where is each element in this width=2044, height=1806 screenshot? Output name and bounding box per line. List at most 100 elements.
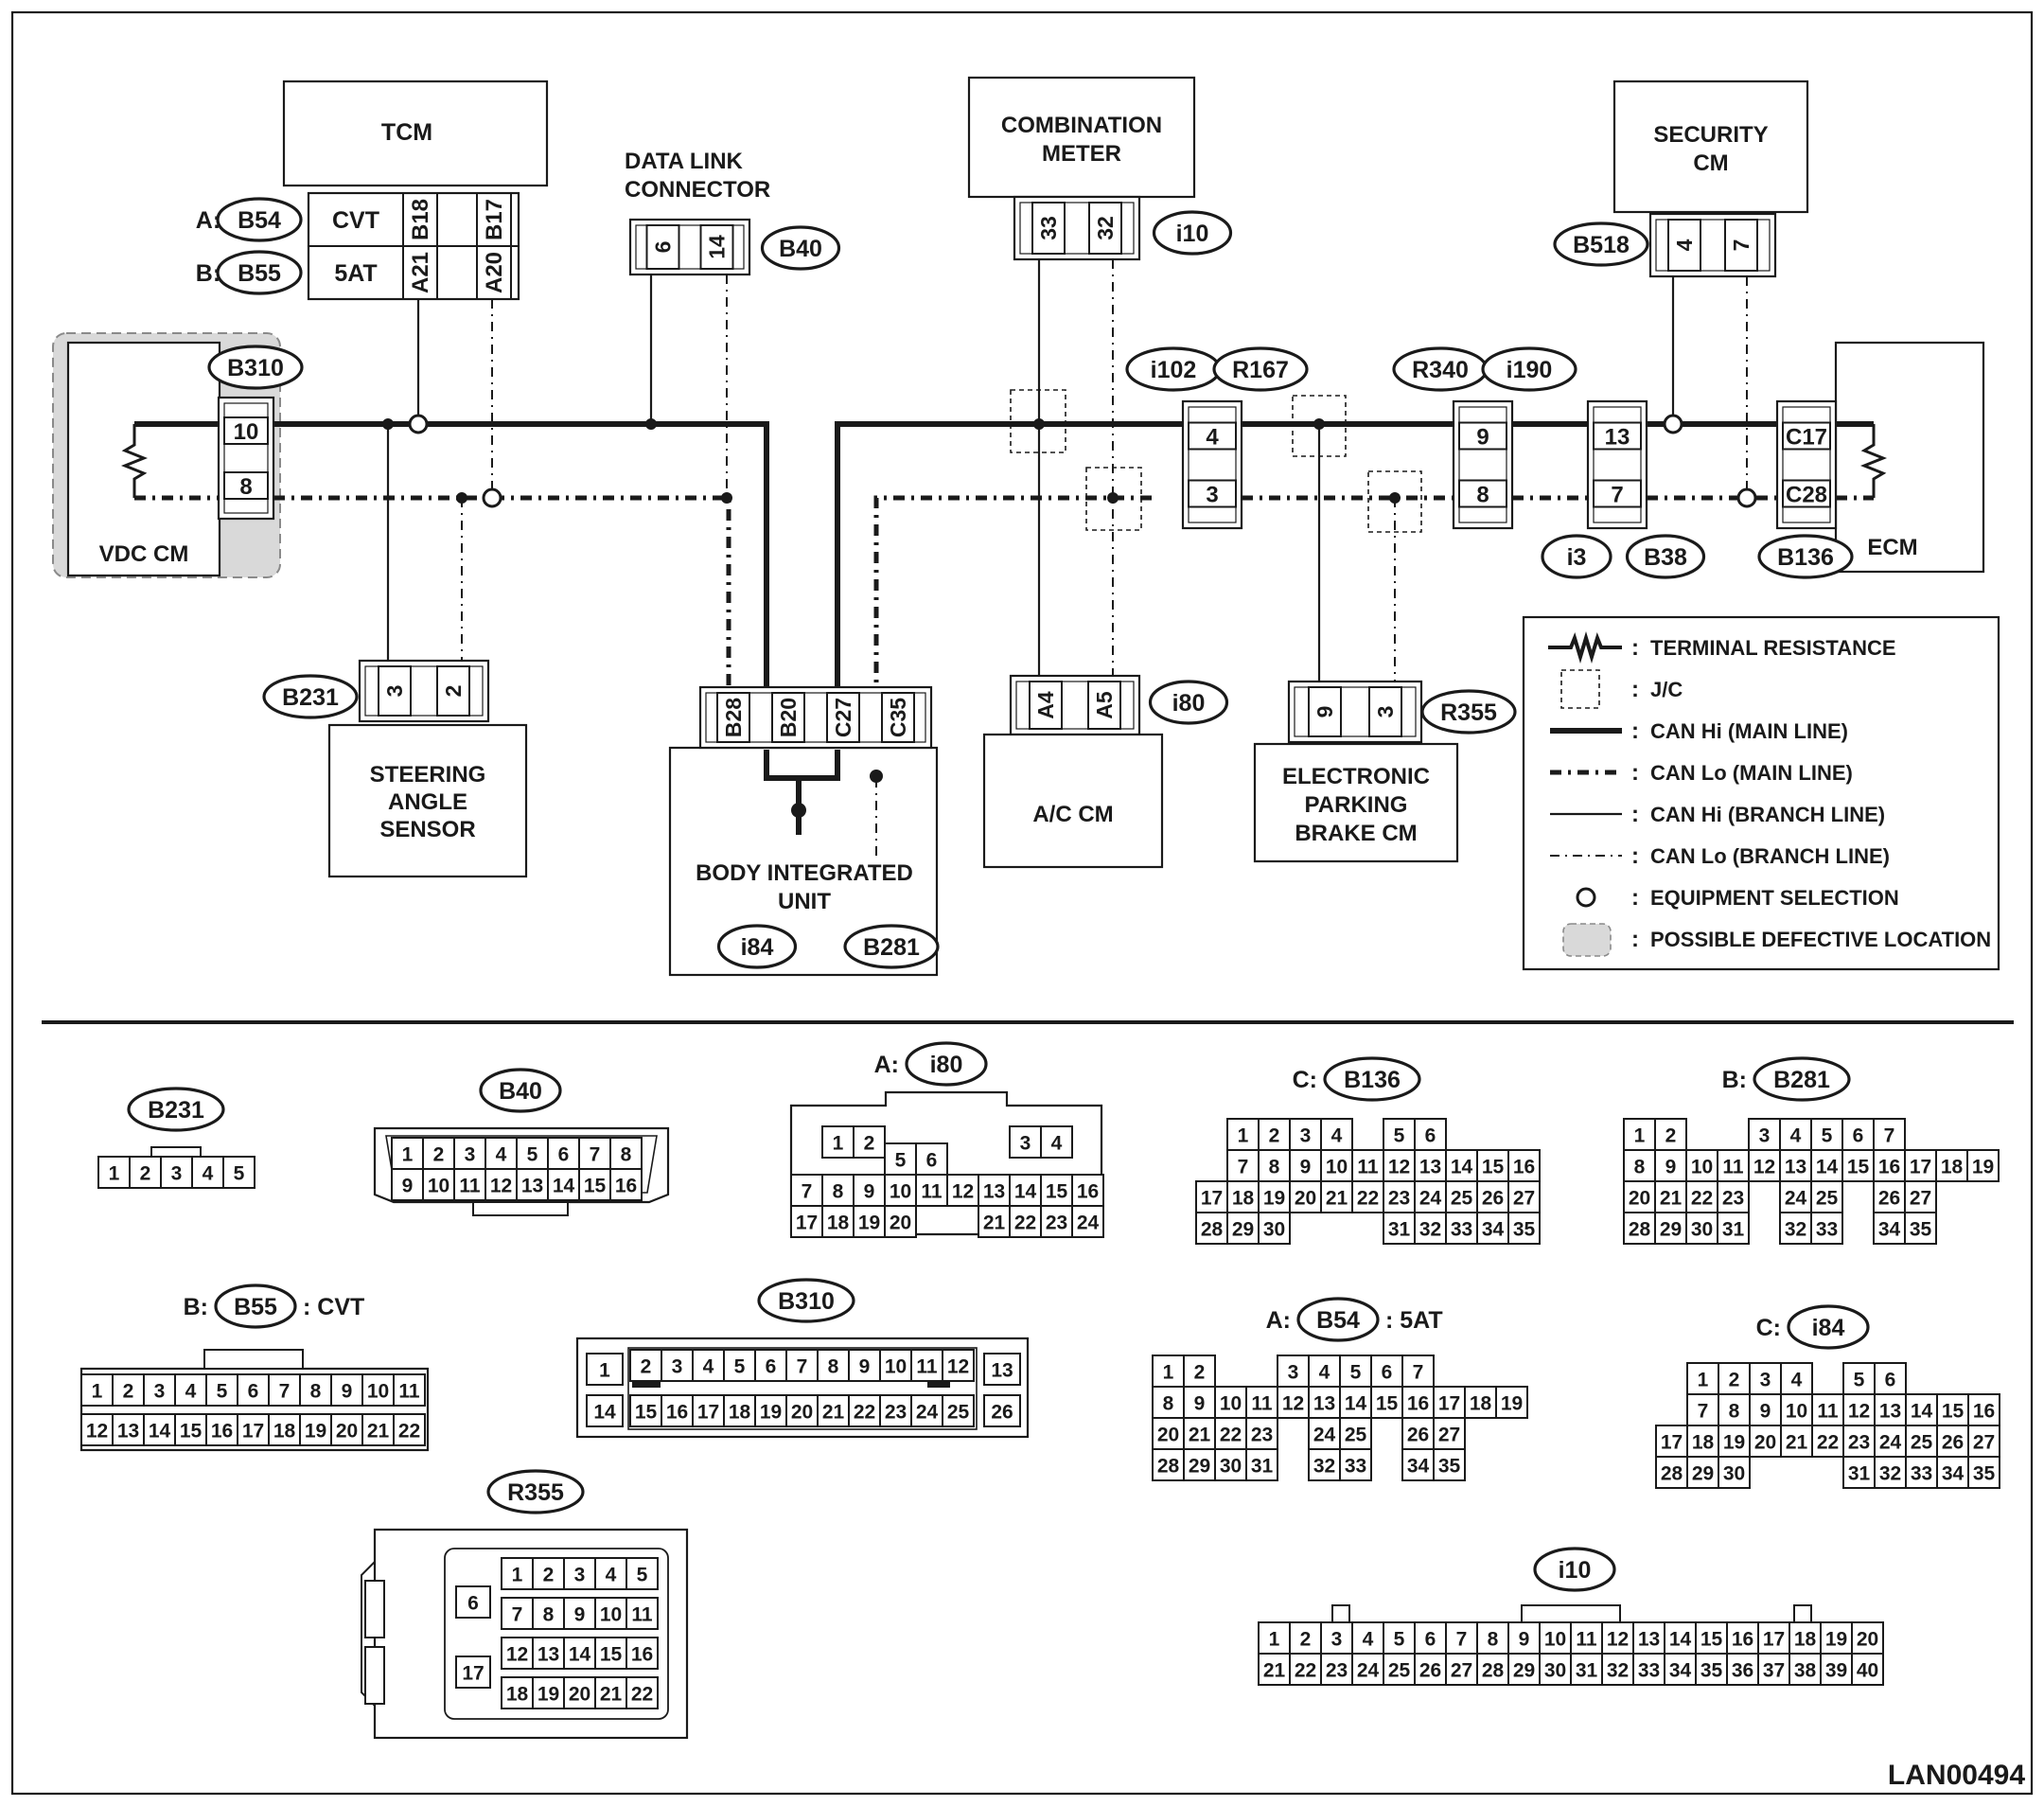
face-i80-caption-prefix: A: (874, 1052, 899, 1078)
face-b310-pin: 10 (885, 1356, 907, 1378)
face-i80-cell (915, 1174, 948, 1207)
face-b281-caption-tag-label: B281 (1773, 1067, 1830, 1093)
face-b310-pin: 3 (672, 1356, 683, 1378)
face-b54-cell (1183, 1354, 1216, 1388)
biu-connector-tag-a (716, 924, 798, 969)
face-b310-cell (586, 1353, 624, 1386)
face-b310-cell (723, 1349, 756, 1382)
ac-connector-pin: A4 (1033, 691, 1058, 719)
face-b54-cell (1433, 1417, 1466, 1450)
steering-connector-tag (262, 674, 359, 719)
dlc-connector-pin-cell (645, 224, 680, 270)
face-b310-pin: 7 (797, 1356, 808, 1378)
face-b40-pin: 11 (459, 1176, 481, 1197)
face-b281-pin: 11 (1722, 1157, 1744, 1178)
face-b55-pin: 16 (211, 1421, 233, 1443)
face-i80-pin: 9 (864, 1181, 875, 1203)
face-b281-cell (1904, 1212, 1937, 1245)
face-i80-pin: 16 (1077, 1181, 1099, 1203)
dlc-connector-tag-label: B40 (779, 236, 822, 262)
face-b55-cell (330, 1373, 363, 1407)
face-b310-cell (754, 1349, 787, 1382)
face-i10-pin: 11 (1576, 1629, 1597, 1651)
face-b55-pin: 21 (367, 1421, 390, 1443)
security-connector-pin: 4 (1672, 239, 1697, 251)
face-i80-pin: 4 (1051, 1133, 1063, 1155)
ecm-connector-pin-cell (1782, 421, 1831, 451)
face-i80-pin: 5 (895, 1150, 907, 1172)
face-b281-cell (1904, 1180, 1937, 1213)
jc2-tag-i190-label: i190 (1507, 357, 1553, 383)
face-i84-pin: 6 (1885, 1370, 1896, 1391)
face-b55-pin: 20 (336, 1421, 358, 1443)
ac-connector-tag (1148, 680, 1229, 725)
face-i84-pin: 19 (1723, 1432, 1745, 1454)
face-i10-pin: 15 (1700, 1629, 1723, 1651)
meter-connector-pin: 33 (1036, 216, 1061, 240)
legend-separator: : (1631, 718, 1639, 744)
face-b281-pin: 14 (1816, 1157, 1839, 1178)
face-b136-pin: 17 (1201, 1188, 1223, 1210)
face-b54-pin: 31 (1251, 1456, 1274, 1478)
face-r355-cell (626, 1557, 659, 1590)
face-b310-pin: 2 (641, 1356, 652, 1378)
face-b281-cell (1654, 1212, 1687, 1245)
legend-label: CAN Hi (MAIN LINE) (1650, 719, 1848, 743)
jc3-tag-i3-label: i3 (1567, 544, 1587, 571)
security-label-1: SECURITY (1653, 122, 1768, 148)
face-i10-pin: 29 (1513, 1660, 1535, 1682)
ecm-connector-tag-label: B136 (1777, 544, 1834, 571)
face-b281-cell (1654, 1180, 1687, 1213)
face-i10-pin: 35 (1700, 1660, 1723, 1682)
face-r355-cell (594, 1557, 627, 1590)
face-b310-caption-tag (757, 1278, 855, 1323)
face-b281-pin: 15 (1847, 1157, 1870, 1178)
face-i10-pin: 6 (1425, 1629, 1436, 1651)
face-b40-pin: 6 (558, 1144, 570, 1166)
face-i80-pin: 24 (1077, 1213, 1100, 1234)
face-r355-cell (626, 1637, 659, 1670)
face-b54-cell (1214, 1386, 1247, 1419)
face-b281-cell (1779, 1149, 1812, 1182)
face-b54-cell (1339, 1448, 1372, 1481)
dlc-connector-pin: 6 (651, 241, 676, 254)
face-r355-pin: 14 (569, 1644, 591, 1666)
face-r355-cell (626, 1597, 659, 1630)
jc2-connector-pin: 8 (1476, 483, 1489, 508)
face-b281-pin: 17 (1910, 1157, 1931, 1178)
face-b136-pin: 8 (1269, 1157, 1280, 1178)
face-i10-pin: 18 (1794, 1629, 1817, 1651)
face-i84-pin: 17 (1661, 1432, 1683, 1454)
face-i84-pin: 3 (1760, 1370, 1771, 1391)
face-b54-caption-tag (1296, 1297, 1380, 1342)
face-i10-caption-tag-label: i10 (1559, 1557, 1592, 1584)
jc-icon (1560, 669, 1600, 709)
face-b55-pin: 18 (273, 1421, 296, 1443)
biu-hi-internal-2 (799, 750, 840, 781)
face-i84-cell (1811, 1425, 1844, 1458)
face-b136-cell (1289, 1180, 1322, 1213)
face-i10-cell (1414, 1621, 1447, 1655)
face-b40-cell (547, 1137, 580, 1170)
face-b136-pin: 27 (1513, 1188, 1535, 1210)
face-b54-pin: 23 (1251, 1425, 1273, 1446)
face-b54-cell (1152, 1354, 1185, 1388)
face-b54-cell (1152, 1386, 1185, 1419)
face-b54-pin: 7 (1413, 1362, 1424, 1384)
jc2-connector-pin: 9 (1476, 425, 1489, 451)
face-i84-pin: 23 (1848, 1432, 1870, 1454)
meter-connector-pin-cell (1088, 202, 1122, 255)
face-b40-pin: 2 (433, 1144, 445, 1166)
face-b55-caption-tag-label: B55 (234, 1294, 277, 1320)
face-b231-pin: 5 (234, 1163, 245, 1185)
face-b54-pin: 34 (1407, 1456, 1430, 1478)
face-b281-cell (1748, 1149, 1781, 1182)
face-b281-cell (1685, 1180, 1718, 1213)
face-b281-cell (1623, 1212, 1656, 1245)
face-i80-pin: 23 (1046, 1213, 1067, 1234)
can-hi-main-left (273, 421, 769, 750)
face-b231-cell (97, 1156, 131, 1189)
face-b54-cell (1245, 1448, 1278, 1481)
face-r355-pin: 10 (600, 1604, 622, 1626)
